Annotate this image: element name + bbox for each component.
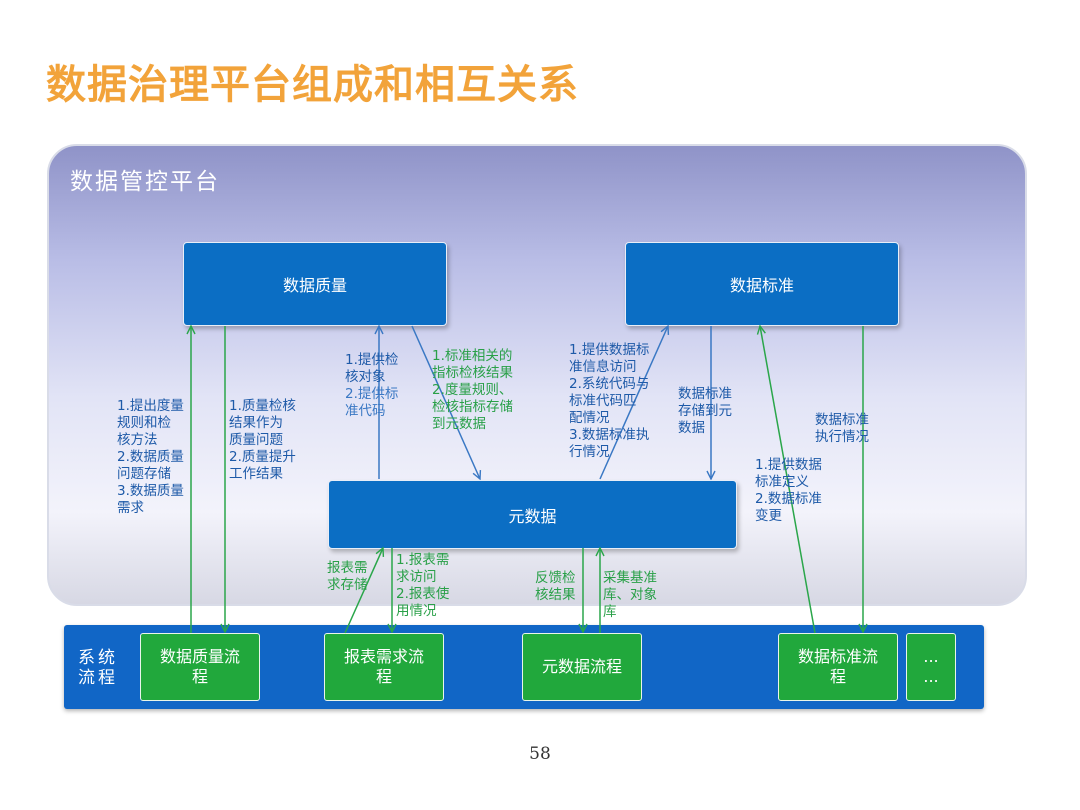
- label-report-store: 报表需 求存储: [327, 560, 368, 593]
- process-data-standard[interactable]: 数据标准流 程: [778, 633, 898, 701]
- label-feedback: 反馈检 核结果: [535, 570, 576, 603]
- label-standard-info: 1.提供数据标 准信息访问 2.系统代码与 标准代码匹 配情况 3.数据标准执 …: [569, 342, 650, 460]
- arrow-report-to-meta: [344, 548, 383, 634]
- process-report-demand[interactable]: 报表需求流 程: [324, 633, 444, 701]
- metadata-box[interactable]: 元数据: [328, 480, 737, 549]
- label-quality-results: 1.质量检核 结果作为 质量问题 2.质量提升 工作结果: [229, 398, 296, 482]
- platform-panel-title: 数据管控平台: [70, 169, 220, 195]
- arrow-quality-to-meta: [411, 325, 480, 479]
- label-indicator-results: 1.标准相关的 指标检核结果 2.度量规则、 检核指标存储 到元数据: [432, 348, 513, 432]
- label-quality-rules: 1.提出度量 规则和检 核方法 2.数据质量 问题存储 3.数据质量 需求: [117, 398, 184, 516]
- page-number: 58: [529, 744, 551, 764]
- label-standard-define: 1.提供数据 标准定义 2.数据标准 变更: [755, 457, 822, 524]
- arrow-meta-to-standard: [599, 326, 668, 480]
- page-title: 数据治理平台组成和相互关系: [46, 62, 579, 108]
- system-process-label: 系统 流程: [78, 648, 118, 688]
- label-report-access: 1.报表需 求访问 2.报表使 用情况: [396, 552, 450, 619]
- process-data-quality[interactable]: 数据质量流 程: [140, 633, 260, 701]
- label-standard-store: 数据标准 存储到元 数据: [678, 386, 732, 436]
- label-collect: 采集基准 库、对象 库: [603, 570, 657, 620]
- process-metadata[interactable]: 元数据流程: [522, 633, 642, 701]
- arrow-process-to-standard: [760, 326, 816, 634]
- data-quality-box[interactable]: 数据质量: [183, 242, 447, 326]
- label-check-objects: 1.提供检 核对象: [345, 352, 399, 385]
- process-more[interactable]: ... ...: [906, 633, 956, 701]
- label-standard-exec: 数据标准 执行情况: [815, 412, 869, 445]
- label-standard-codes: 2.提供标 准代码: [345, 386, 399, 419]
